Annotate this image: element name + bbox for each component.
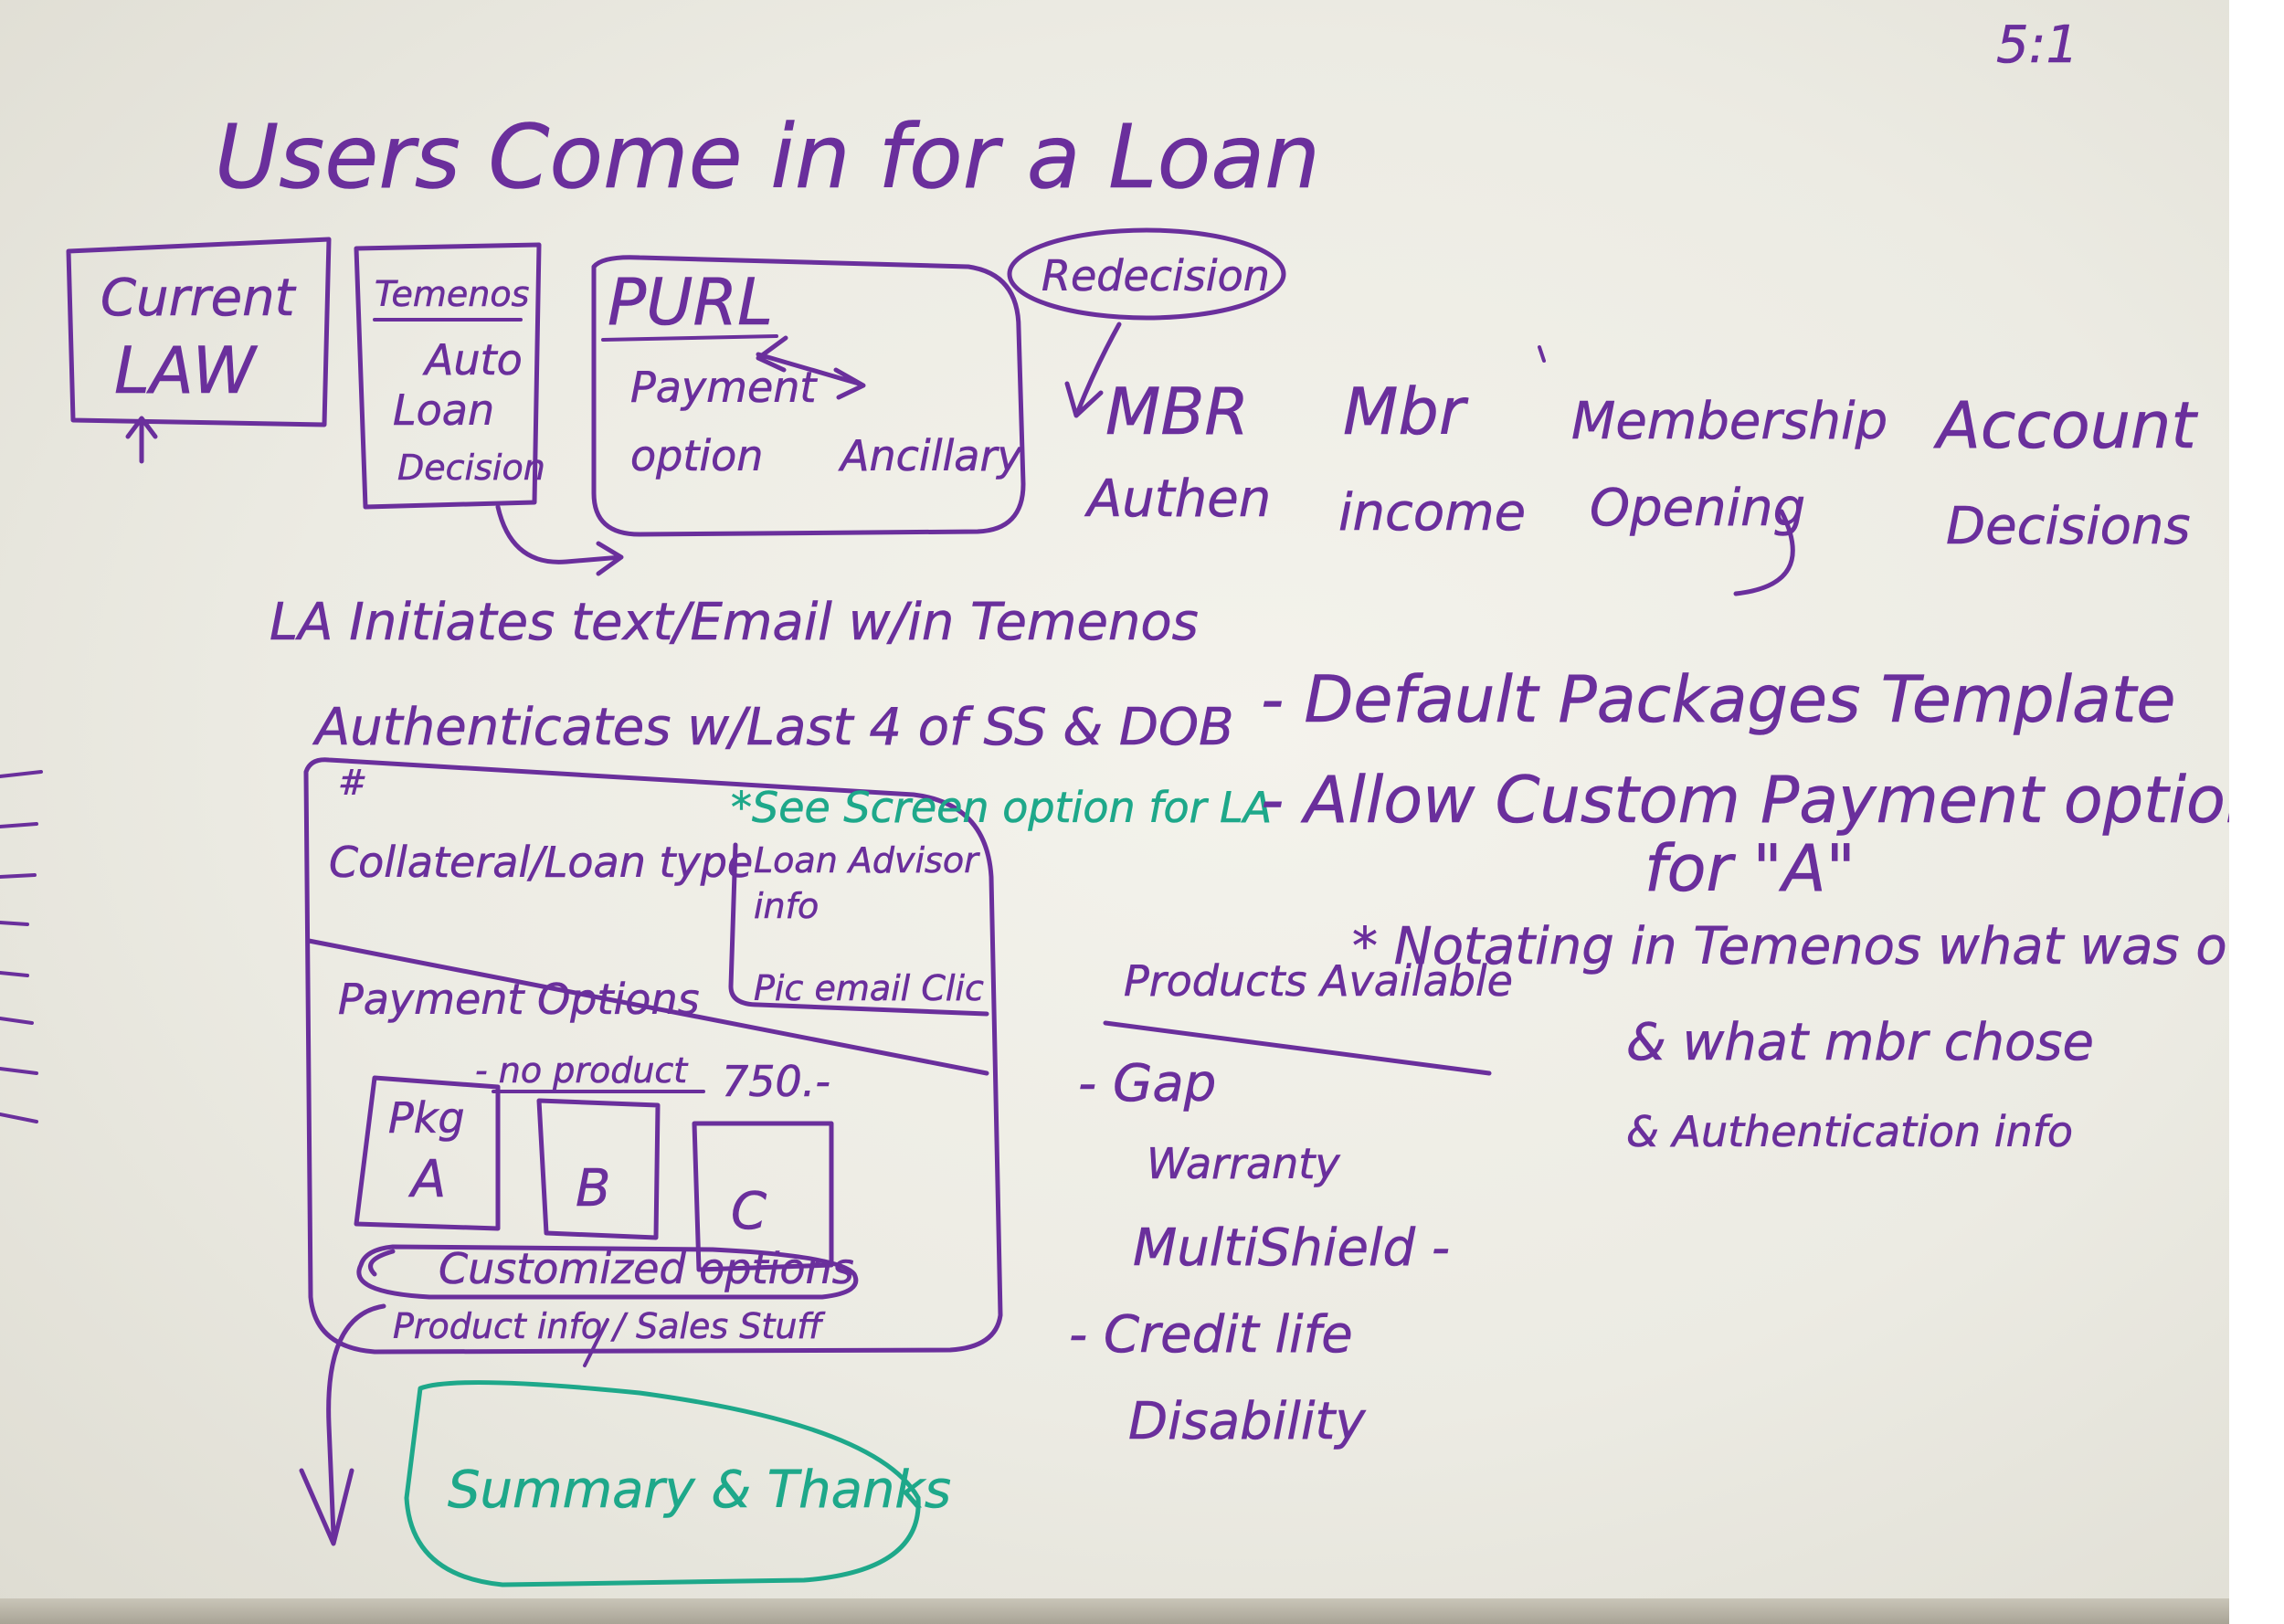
product-gap: - Gap (1078, 1054, 1216, 1113)
summary-ellipse: Summary & Thanks (407, 1383, 951, 1585)
step-2-line-1: Mbr (1343, 374, 1469, 449)
note-for-a: for "A" (1644, 831, 1856, 906)
temenos-header: Temenos (375, 274, 529, 314)
page-number: 5:1 (1996, 16, 2078, 75)
notate-line-2: & what mbr chose (1626, 1013, 2094, 1072)
step-3-line-2: Opening (1590, 479, 1805, 538)
advisor-line-3: Pic email Clic (754, 968, 984, 1008)
purl-payment-line-1: Payment (630, 363, 818, 412)
whiteboard-drawing: 5:1 Users Come in for a Loan Current LAW… (0, 0, 2229, 1598)
step-4-line-2: Decisions (1946, 497, 2191, 556)
page-title: Users Come in for a Loan (215, 106, 1320, 208)
package-c-label: C (731, 1182, 767, 1241)
product-multishield: MultiShield - (1133, 1218, 1450, 1278)
product-info-label: Product info / Sales Stuff (393, 1306, 825, 1346)
board-frame (0, 1598, 2229, 1624)
initiation-line-1: LA Initiates text/Email w/in Temenos (270, 593, 1199, 652)
steps-row: MBR Authen Mbr income Membership Opening… (1084, 347, 2198, 594)
product-warranty: Warranty (1147, 1139, 1340, 1188)
temenos-line-1: Auto (422, 335, 523, 385)
step-1-line-2: Authen (1084, 469, 1271, 529)
amount-label: 750.- (722, 1057, 830, 1106)
temenos-box: Temenos Auto Loan Decision (356, 245, 621, 574)
initiation-line-2: Authenticates w/Last 4 of SS & DOB (312, 698, 1234, 757)
temenos-arrow (498, 507, 621, 574)
screen-note: *See Screen option for LA (731, 783, 1272, 832)
temenos-line-2: Loan (393, 385, 494, 435)
collateral-label: Collateral/Loan type (329, 838, 753, 887)
temenos-line-3: Decision (397, 448, 545, 488)
no-product-label: - no product (475, 1050, 689, 1091)
package-a-line-1: Pkg (388, 1093, 465, 1143)
current-law-box: Current LAW (69, 239, 329, 461)
current-law-line-1: Current (100, 269, 297, 328)
summary-label: Summary & Thanks (448, 1461, 951, 1520)
payment-options-label: Payment Options (338, 975, 700, 1024)
down-arrow (301, 1306, 384, 1544)
products-header: Products Available (1124, 956, 1513, 1006)
note-default-packages: - Default Packages Template (1261, 662, 2175, 737)
step-1-line-1: MBR (1105, 374, 1249, 449)
purl-payment-line-2: option (630, 431, 763, 480)
product-credit-life: - Credit life (1069, 1305, 1353, 1365)
purl-ancillary: Ancillary (838, 431, 1022, 480)
current-law-line-2: LAW (114, 333, 259, 408)
package-a-line-2: A (408, 1150, 446, 1209)
note-custom-payment: - Allow Custom Payment option (1261, 763, 2229, 838)
products-list: Products Available - Gap Warranty MultiS… (1069, 956, 1513, 1451)
advisor-line-1: Loan Advisor (754, 840, 980, 881)
notate-line-3: & Authentication info (1626, 1107, 2073, 1156)
step-2-line-2: income (1338, 483, 1526, 543)
product-disability: Disability (1128, 1392, 1366, 1451)
customized-options-label: Customized options (439, 1244, 854, 1293)
purl-box: PURL Payment option Ancillary (594, 258, 1023, 534)
step-4-line-1: Account (1933, 388, 2198, 463)
left-edge-marks (0, 772, 41, 1122)
screen-mockup: # Collateral/Loan type Loan Advisor info… (301, 760, 1000, 1544)
purl-header: PURL (608, 265, 773, 340)
package-b-label: B (576, 1159, 610, 1218)
customized-arrow (371, 1251, 394, 1274)
screen-marker: # (338, 763, 367, 803)
board-edge (2229, 0, 2284, 1624)
redecision-label: Redecision (1042, 251, 1270, 301)
advisor-line-2: info (754, 886, 819, 926)
step-3-line-1: Membership (1571, 392, 1887, 451)
